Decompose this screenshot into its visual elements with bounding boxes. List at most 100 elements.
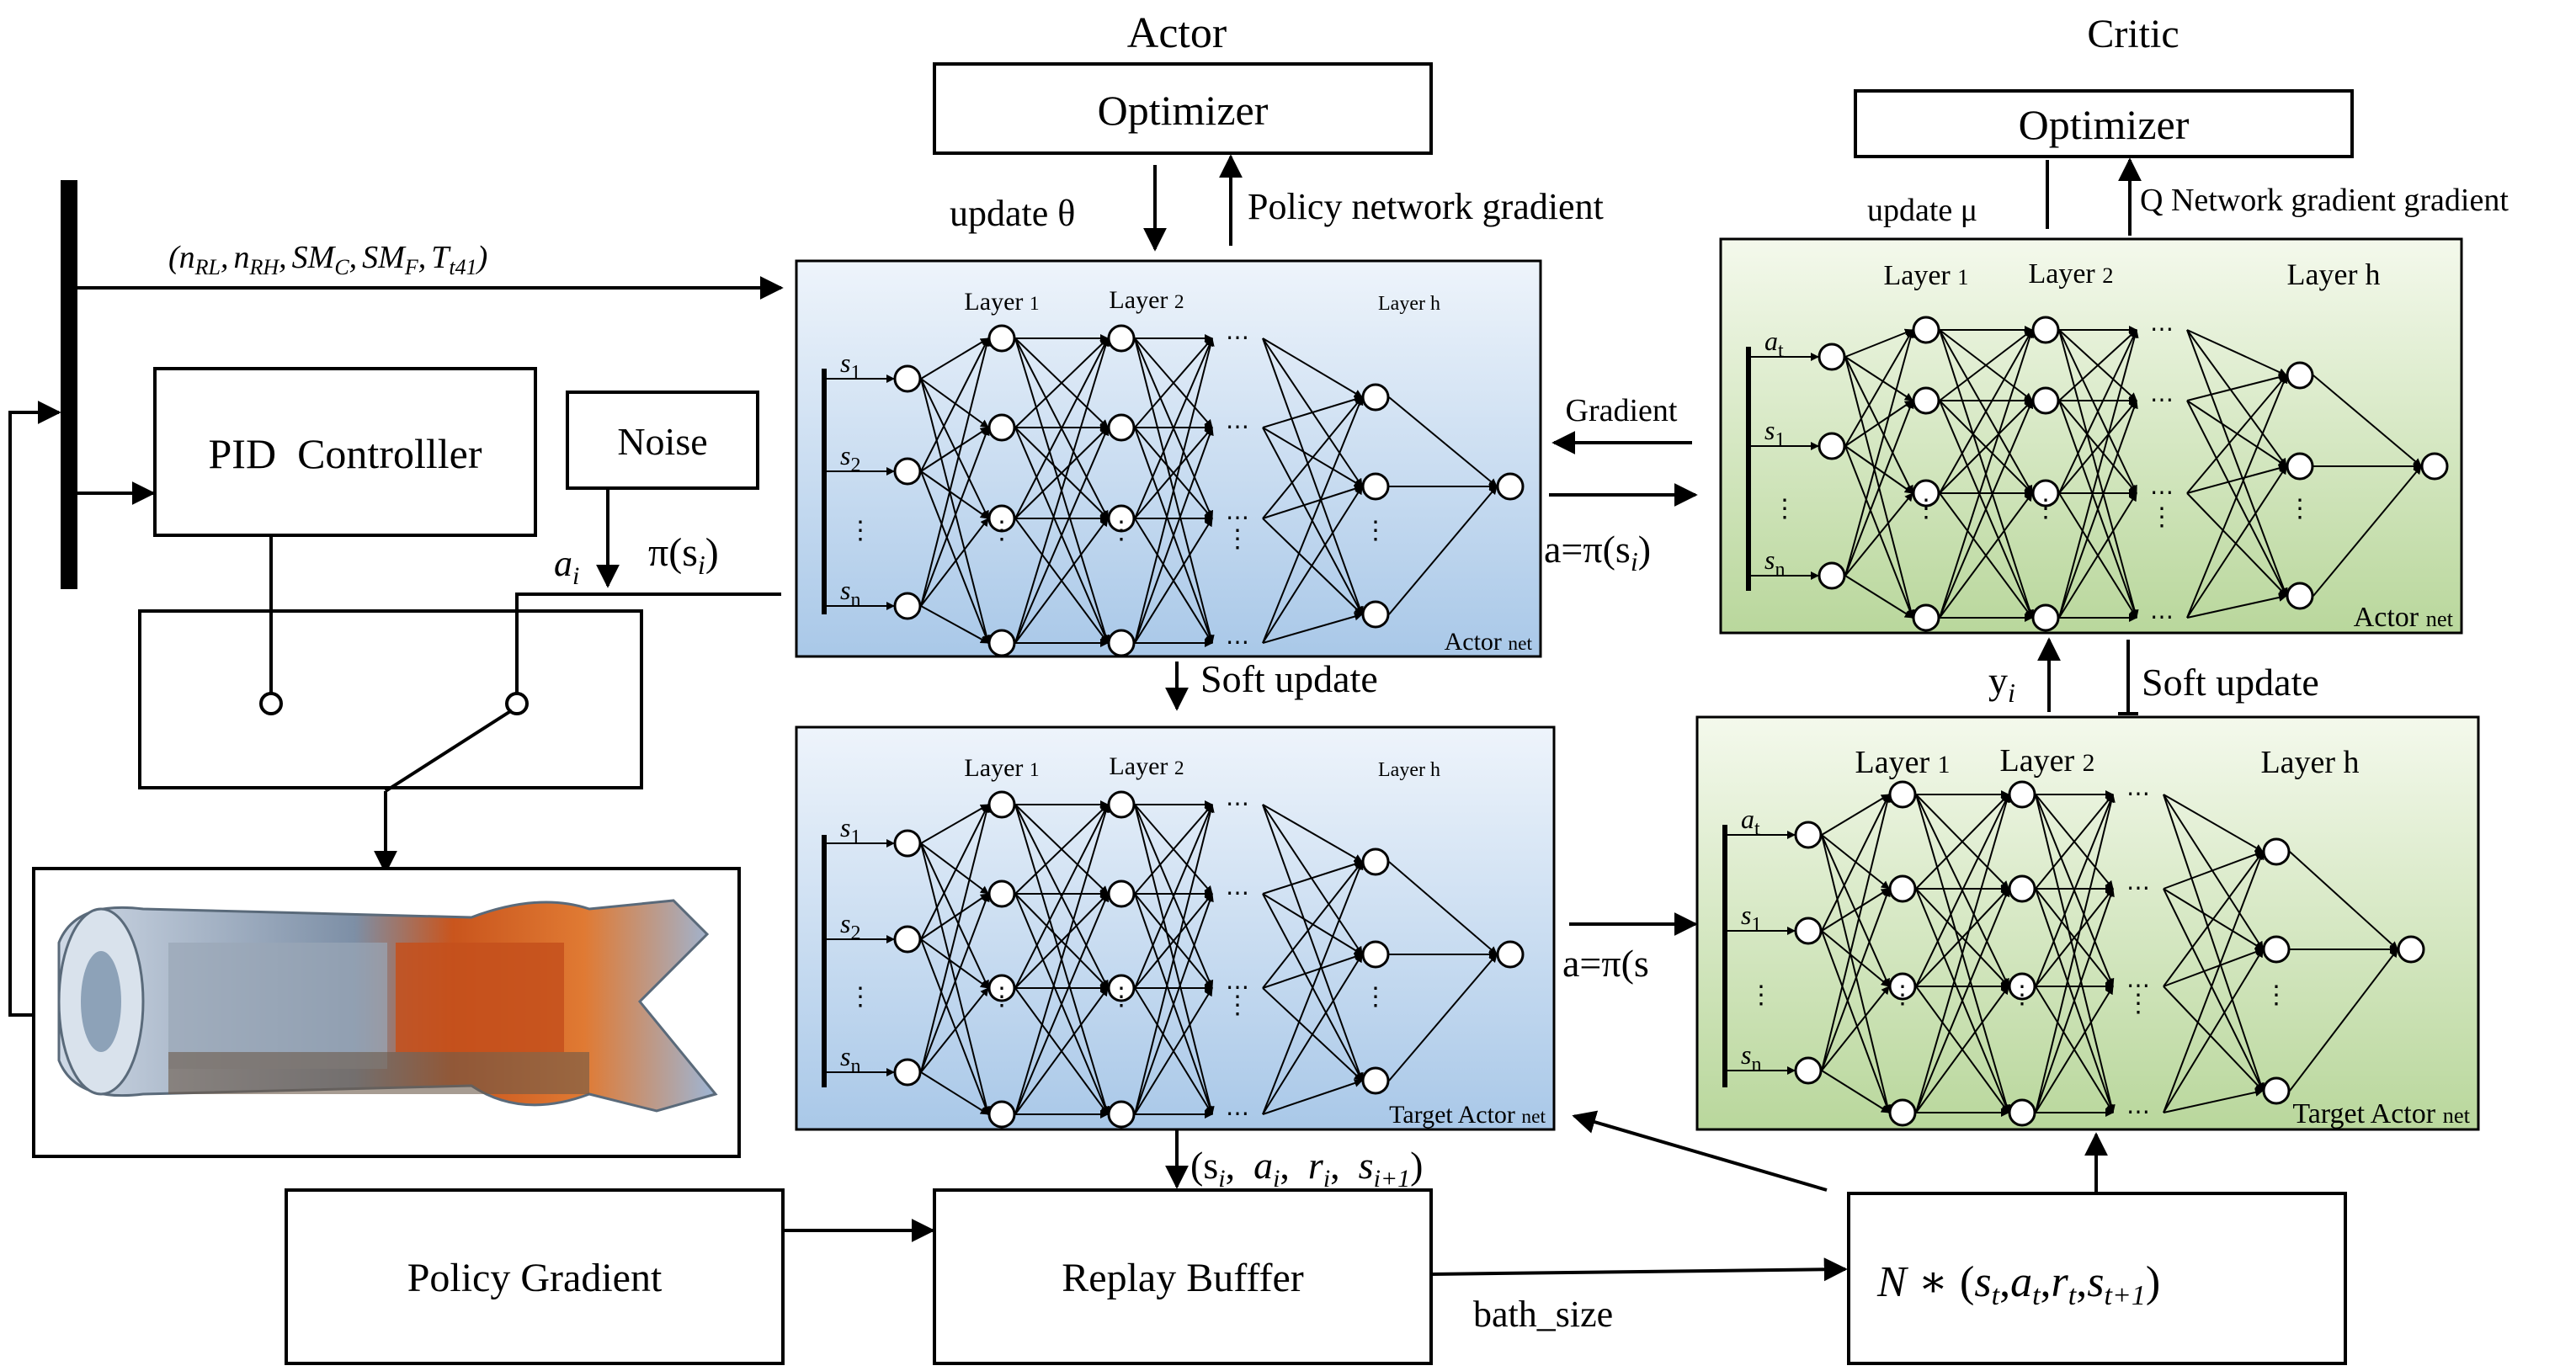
- input-label: sn: [840, 1041, 860, 1077]
- policy-gradient-box: Policy Gradient: [285, 1188, 785, 1365]
- neuron-node: [2008, 972, 2036, 1001]
- actor-optimizer-box: Optimizer: [933, 62, 1433, 155]
- neuron-node: [1361, 940, 1390, 969]
- critic-update-label: update μ: [1867, 193, 1977, 228]
- critic-title: Critic: [2087, 12, 2179, 56]
- input-label: sn: [1741, 1039, 1761, 1076]
- neuron-node: [1107, 879, 1136, 908]
- vertical-ellipsis: ⋮: [1363, 517, 1388, 545]
- neuron-node: [1107, 629, 1136, 657]
- switch-lever: [384, 709, 514, 793]
- neuron-node: [2031, 386, 2060, 415]
- policy-gradient-label: Policy Gradient: [407, 1256, 663, 1300]
- vertical-ellipsis: ⋮: [1890, 981, 1915, 1009]
- layer-1-header: Layer 1: [1855, 745, 1951, 780]
- layer-ellipsis: ⋯: [2150, 480, 2174, 506]
- layer-h-header: Layer h: [2287, 258, 2381, 291]
- neuron-node: [2420, 452, 2449, 481]
- input-label: sn: [840, 575, 860, 611]
- neuron-node: [893, 925, 922, 954]
- neuron-node: [987, 324, 1016, 353]
- actor-update-label: update θ: [950, 193, 1075, 234]
- vertical-ellipsis: ⋮: [1109, 983, 1134, 1011]
- neuron-node: [1496, 472, 1525, 501]
- neuron-node: [1107, 1100, 1136, 1129]
- layer-ellipsis: ⋯: [2126, 781, 2150, 807]
- neuron-node: [2286, 361, 2314, 390]
- layer-h-header: Layer h: [1378, 293, 1440, 315]
- layer-ellipsis: ⋯: [1226, 630, 1249, 656]
- input-bar: [822, 369, 827, 614]
- neuron-node: [1361, 600, 1390, 629]
- action-label: a=π(si): [1544, 528, 1651, 577]
- batch-size-label: bath_size: [1473, 1294, 1613, 1335]
- neuron-node: [987, 629, 1016, 657]
- neuron-node: [893, 364, 922, 393]
- switch-box: [138, 609, 643, 793]
- svg-text:(si,ai,ri,si+1): (si,ai,ri,si+1): [1190, 1144, 1424, 1193]
- critic-optimizer-box: Optimizer: [1854, 89, 2354, 158]
- minibatch-to-target-actor-arrow: [1572, 1110, 1828, 1192]
- input-label: s1: [1764, 415, 1785, 451]
- neuron-node: [1496, 940, 1525, 969]
- neuron-node: [893, 457, 922, 486]
- neuron-node: [1888, 780, 1917, 809]
- neuron-node: [2262, 837, 2291, 866]
- neuron-node: [1818, 432, 1846, 460]
- layer-h-header: Layer h: [1378, 759, 1440, 781]
- layer-1-header: Layer 1: [964, 288, 1039, 316]
- neuron-node: [1912, 479, 1940, 507]
- replay-buffer-label: Replay Bufffer: [1062, 1256, 1304, 1300]
- layer-2-header: Layer 2: [2028, 258, 2113, 290]
- neuron-node: [1912, 603, 1940, 632]
- network-name-label: Target Actor net: [1389, 1101, 1546, 1129]
- neuron-node: [893, 592, 922, 620]
- actor-output-line: [515, 593, 781, 693]
- state-vector-label: (nRL,nRH,SMC,SMF,Tt41): [168, 240, 487, 279]
- batch-arrow: [1430, 1257, 1848, 1282]
- pid-controller-label: PID Controlller: [209, 430, 482, 477]
- target-action-label: a=π(s: [1562, 942, 1649, 985]
- vertical-ellipsis: ⋮: [1225, 525, 1250, 553]
- neuron-node: [2008, 780, 2036, 809]
- neuron-node: [893, 829, 922, 858]
- neuron-node: [1794, 821, 1823, 849]
- layer-ellipsis: ⋯: [2150, 387, 2174, 413]
- neuron-node: [2262, 1076, 2291, 1105]
- critic-yi-label: yi: [1988, 659, 2015, 708]
- layer-2-header: Layer 2: [1109, 752, 1184, 780]
- layer-ellipsis: ⋯: [2150, 604, 2174, 630]
- neuron-node: [1794, 1056, 1823, 1085]
- layer-1-header: Layer 1: [1883, 260, 1968, 291]
- layer-ellipsis: ⋯: [2150, 316, 2174, 343]
- replay-buffer-box: Replay Bufffer: [933, 1188, 1433, 1365]
- neuron-node: [1912, 316, 1940, 344]
- vertical-ellipsis: ⋮: [848, 983, 873, 1011]
- layer-2-header: Layer 2: [2000, 743, 2095, 778]
- neuron-node: [2031, 479, 2060, 507]
- actor-title: Actor: [1127, 9, 1227, 57]
- neuron-node: [987, 504, 1016, 533]
- neuron-node: [1107, 504, 1136, 533]
- input-label: at: [1741, 804, 1760, 840]
- network-name-label: Target Actor net: [2292, 1098, 2470, 1129]
- neuron-node: [2286, 582, 2314, 610]
- layer-ellipsis: ⋯: [1226, 791, 1249, 817]
- neuron-node: [1361, 1066, 1390, 1095]
- layer-ellipsis: ⋯: [2126, 1099, 2150, 1125]
- svg-text:(nRL,nRH,SMC,SMF,Tt41): (nRL,nRH,SMC,SMF,Tt41): [168, 240, 487, 279]
- input-label: s1: [840, 348, 860, 384]
- neuron-node: [987, 790, 1016, 819]
- neuron-node: [1818, 343, 1846, 371]
- input-label: s2: [840, 440, 860, 476]
- vertical-ellipsis: ⋮: [2264, 981, 2289, 1009]
- layer-ellipsis: ⋯: [1226, 1101, 1249, 1127]
- neuron-node: [1107, 974, 1136, 1002]
- vertical-ellipsis: ⋮: [1109, 517, 1134, 545]
- layer-2-header: Layer 2: [1109, 286, 1184, 314]
